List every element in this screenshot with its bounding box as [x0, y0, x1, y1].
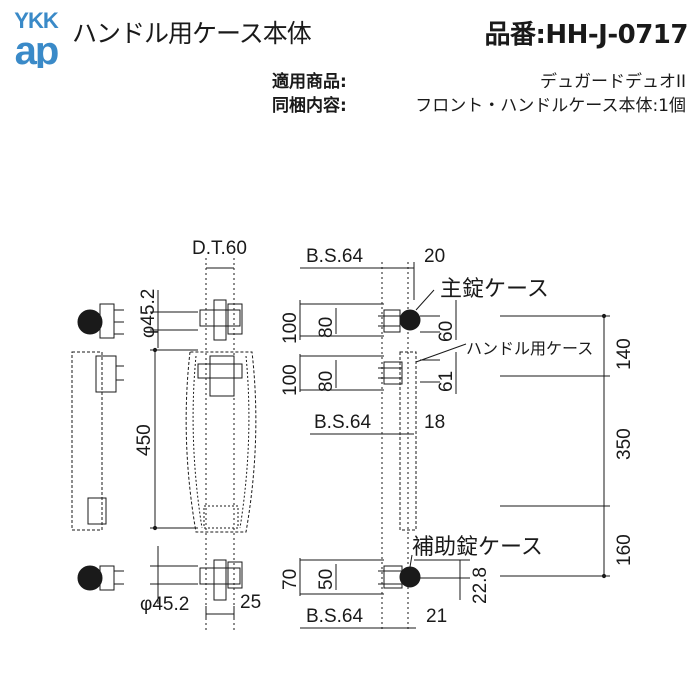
dim-100a: 100	[280, 312, 301, 344]
contents-value: フロント・ハンドルケース本体:1個	[415, 96, 686, 116]
dim-70: 70	[280, 569, 301, 590]
meta-values: デュガードデュオII フロント・ハンドルケース本体:1個	[415, 70, 686, 118]
dim-dt: D.T.60	[192, 238, 247, 259]
dim-80a: 80	[316, 317, 337, 338]
upper-cylinder-side	[77, 309, 103, 335]
logo-ykk-text: YKK	[14, 8, 59, 33]
dim-22-8: 22.8	[470, 567, 491, 604]
dim-50: 50	[316, 569, 337, 590]
dim-21: 21	[426, 606, 447, 627]
dim-25: 25	[240, 592, 261, 613]
ykk-ap-logo: YKK ap	[8, 6, 64, 68]
applicable-label: 適用商品:	[272, 72, 347, 92]
dim-20: 20	[424, 246, 445, 267]
label-handle-case: ハンドル用ケース	[466, 339, 593, 358]
dim-phi-lower: φ45.2	[140, 594, 189, 615]
part-number: 品番:HH-J-0717	[484, 20, 688, 50]
handle-case-side	[71, 351, 103, 531]
aux-lock-cylinder	[399, 566, 421, 588]
front-view	[185, 258, 257, 630]
side-view	[71, 303, 124, 591]
handle-case-edge	[399, 351, 417, 531]
dim-140: 140	[614, 338, 635, 370]
dim-350: 350	[614, 428, 635, 460]
dim-450: 450	[134, 424, 155, 456]
handle-case-front	[185, 351, 257, 533]
dim-60: 60	[436, 321, 457, 342]
dim-18: 18	[424, 412, 445, 433]
dim-phi-upper: φ45.2	[138, 289, 159, 338]
label-main-lock-case: 主錠ケース	[440, 277, 549, 302]
dim-bs-mid: B.S.64	[314, 412, 371, 433]
dim-bs-bottom: B.S.64	[306, 606, 363, 627]
dim-160: 160	[614, 534, 635, 566]
main-lock-cylinder	[399, 309, 421, 331]
logo-ap-text: ap	[15, 29, 58, 68]
label-aux-lock-case: 補助錠ケース	[412, 535, 543, 560]
lower-cylinder-side	[77, 565, 103, 591]
dim-61: 61	[436, 371, 457, 392]
page-title: ハンドル用ケース本体	[72, 19, 312, 48]
dim-bs-top: B.S.64	[306, 246, 363, 267]
edge-view	[300, 262, 421, 630]
meta-labels: 適用商品: 同梱内容:	[272, 70, 347, 118]
dim-100b: 100	[280, 364, 301, 396]
contents-label: 同梱内容:	[272, 96, 347, 116]
dim-80b: 80	[316, 371, 337, 392]
applicable-value: デュガードデュオII	[539, 72, 686, 92]
